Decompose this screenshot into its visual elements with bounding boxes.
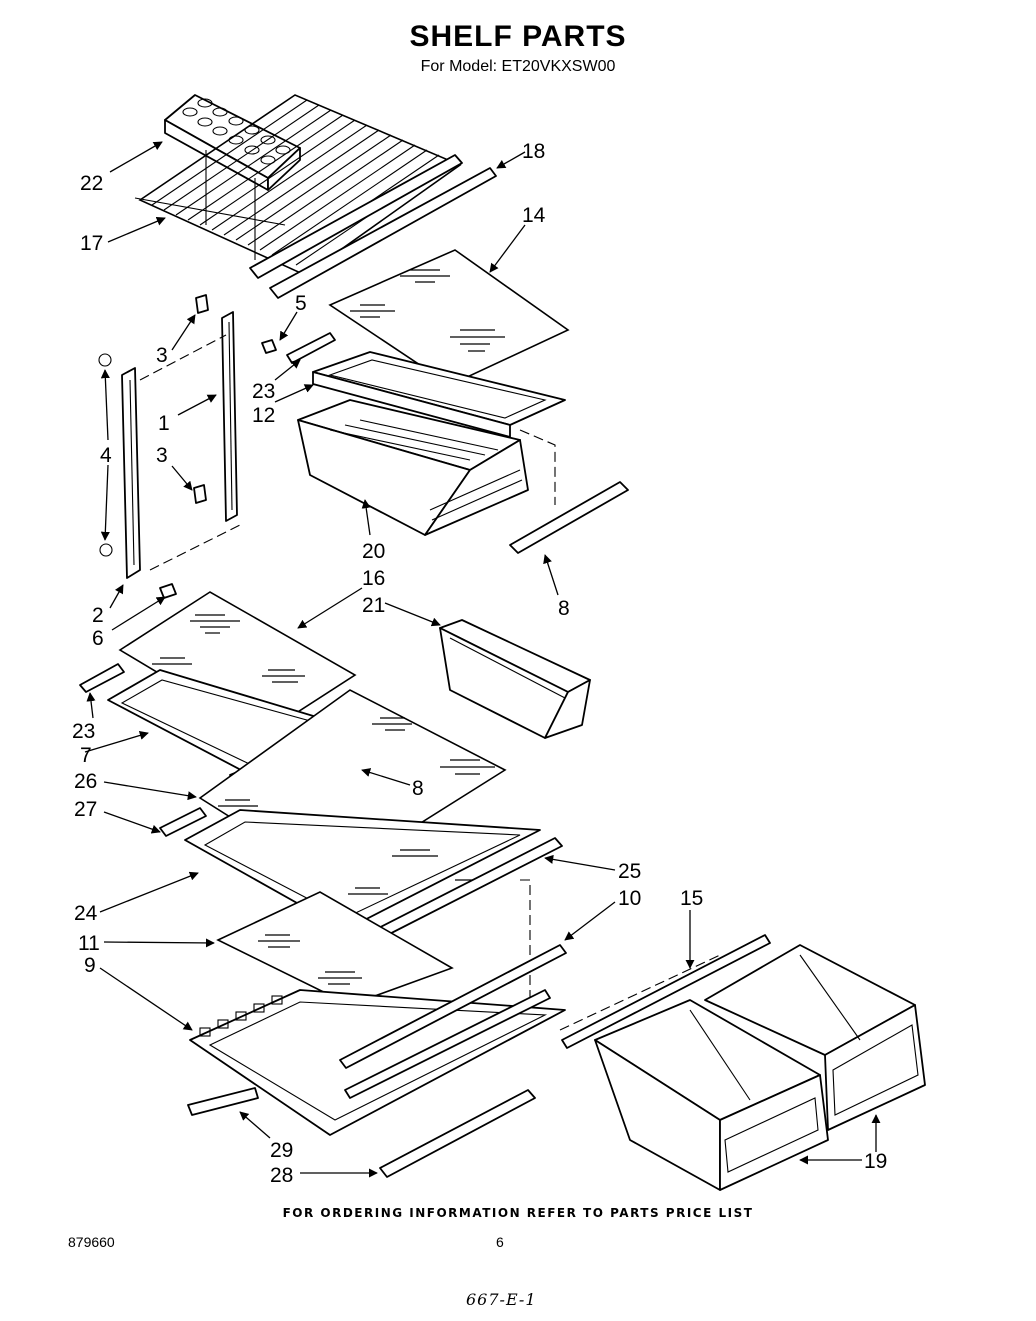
callout-6: 6	[92, 627, 104, 650]
callout-22: 22	[80, 172, 103, 195]
door-bin-21	[439, 619, 591, 739]
callout-27: 27	[74, 798, 97, 821]
callout-23a: 23	[252, 380, 275, 403]
shelf-ladder-right	[193, 294, 238, 522]
glass-shelf-14	[328, 249, 570, 386]
rail-29	[187, 1087, 259, 1116]
callout-11: 11	[78, 932, 100, 955]
rail-23-left	[79, 663, 125, 693]
callout-25: 25	[618, 860, 641, 883]
drawer-rail-15	[561, 934, 771, 1049]
model-subtitle: For Model: ET20VKXSW00	[420, 58, 616, 75]
callout-19: 19	[864, 1150, 887, 1173]
ordering-info-note: FOR ORDERING INFORMATION REFER TO PARTS …	[282, 1206, 754, 1220]
callout-10: 10	[618, 887, 641, 910]
callout-2: 2	[92, 604, 104, 627]
callout-3b: 3	[156, 444, 168, 467]
callout-4: 4	[100, 444, 112, 467]
callout-8b: 8	[412, 777, 424, 800]
callout-21: 21	[362, 594, 385, 617]
crisper-pan-20	[297, 399, 529, 536]
callout-28: 28	[270, 1164, 293, 1187]
shelf-trim-part	[249, 154, 497, 299]
rail-8-upper	[509, 481, 629, 554]
glass-shelf-11	[216, 891, 454, 1006]
callout-1: 1	[158, 412, 170, 435]
callout-17: 17	[80, 232, 103, 255]
rail-23-top	[286, 332, 336, 364]
callout-9: 9	[84, 954, 96, 977]
document-number: 879660	[68, 1234, 115, 1250]
crisper-drawer-right	[704, 944, 926, 1131]
callout-14: 14	[522, 204, 546, 227]
crisper-frame-9	[189, 944, 567, 1136]
rail-27	[159, 807, 207, 837]
callout-8a: 8	[558, 597, 570, 620]
callout-29: 29	[270, 1139, 293, 1162]
handwritten-code: 667-E-1	[466, 1290, 537, 1309]
callout-18: 18	[522, 140, 545, 163]
page-number: 6	[496, 1234, 504, 1250]
callout-24: 24	[74, 902, 98, 925]
callout-3a: 3	[156, 344, 168, 367]
callout-12: 12	[252, 404, 275, 427]
screw-5	[261, 339, 277, 354]
callout-23b: 23	[72, 720, 95, 743]
shelf-ladder-left	[98, 353, 177, 599]
callout-26: 26	[74, 770, 97, 793]
rail-28	[379, 1089, 536, 1178]
callout-7: 7	[80, 744, 92, 767]
ice-tray-part	[164, 94, 301, 260]
callout-20: 20	[362, 540, 385, 563]
shelf-frame-24	[184, 809, 541, 931]
callout-16: 16	[362, 567, 385, 590]
page-title: SHELF PARTS	[409, 20, 627, 53]
callout-5: 5	[295, 292, 307, 315]
crisper-drawer-left	[594, 999, 829, 1191]
callout-15: 15	[680, 887, 703, 910]
